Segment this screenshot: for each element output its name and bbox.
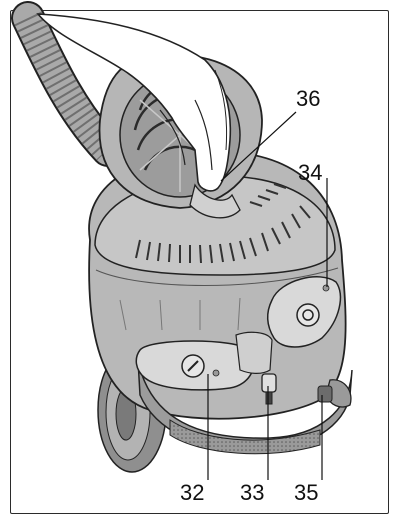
center-handle — [235, 331, 273, 374]
callout-36: 36 — [296, 86, 320, 111]
cord-rewind-pedal — [267, 276, 342, 348]
callout-32: 32 — [180, 480, 204, 505]
hand — [36, 13, 232, 192]
figure-frame — [10, 10, 389, 514]
callout-35: 35 — [294, 480, 318, 505]
leader-lines — [207, 111, 328, 480]
callout-33: 33 — [240, 480, 264, 505]
callout-34: 34 — [298, 160, 322, 185]
hook — [261, 373, 277, 405]
leader-36 — [220, 111, 297, 182]
switch-button-panel — [135, 340, 255, 391]
hose — [11, 1, 125, 167]
